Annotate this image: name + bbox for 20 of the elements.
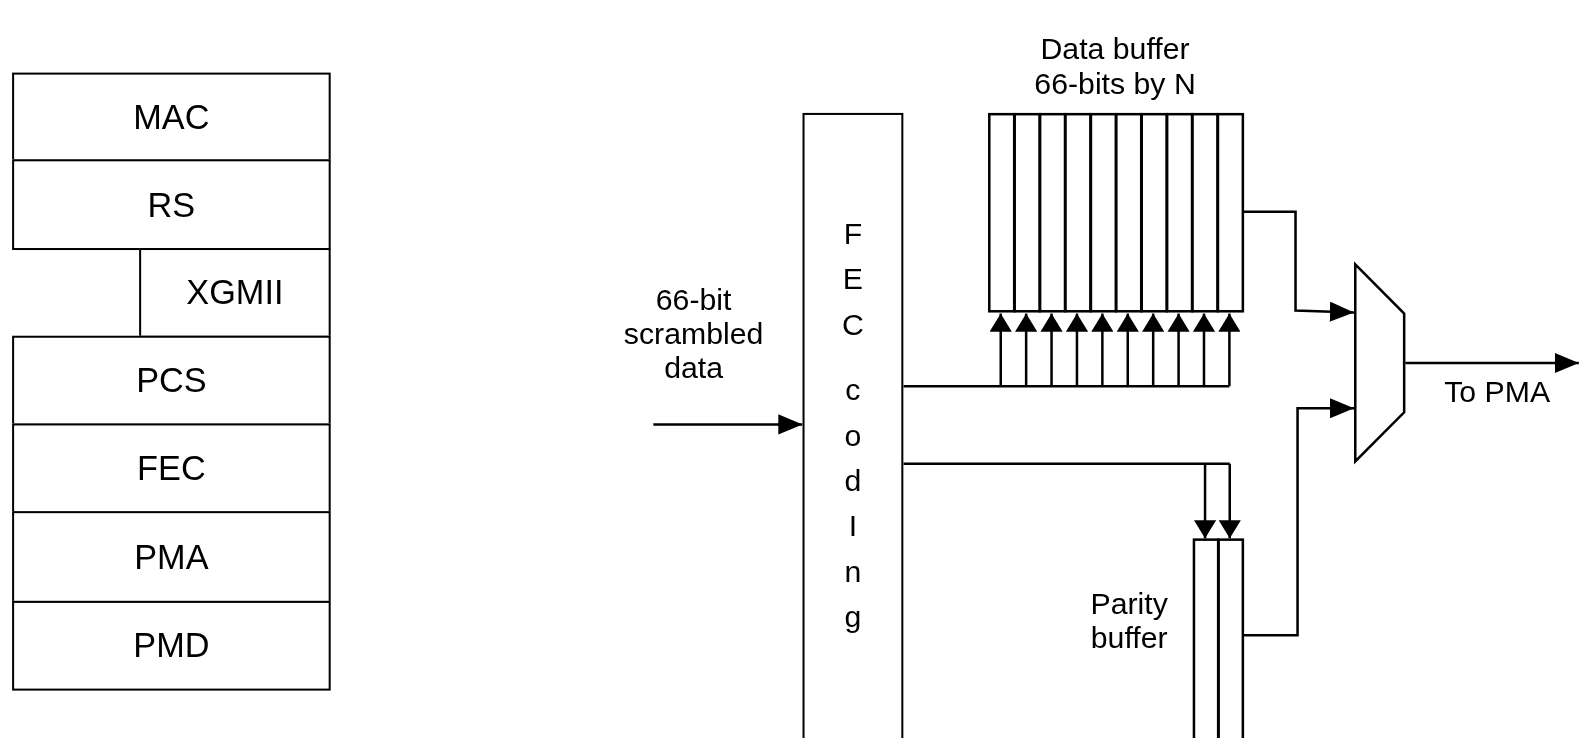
buffer-label: Data buffer 66-bits by N bbox=[1033, 32, 1197, 101]
arrow bbox=[653, 414, 803, 435]
arrow bbox=[903, 313, 1241, 388]
vertical-label: codIng bbox=[843, 372, 863, 636]
layer-box: PMD bbox=[12, 600, 331, 691]
layer-box: PCS bbox=[12, 335, 331, 426]
layer-box: RS bbox=[12, 159, 331, 251]
buffer-label: Parity buffer bbox=[1089, 586, 1169, 656]
edge-label: 66-bit scrambled data bbox=[622, 282, 765, 386]
coder-box bbox=[802, 112, 904, 738]
layer-box: XGMII bbox=[139, 248, 331, 338]
arrow bbox=[1242, 398, 1354, 637]
layer-box: PMA bbox=[12, 511, 331, 603]
edge-label: To PMA bbox=[1443, 375, 1552, 410]
arrow bbox=[1405, 352, 1579, 374]
arrow bbox=[903, 462, 1241, 539]
vertical-label: FEC bbox=[841, 215, 865, 343]
layer-box: MAC bbox=[12, 72, 331, 162]
layer-box: FEC bbox=[12, 423, 331, 514]
arrow bbox=[1242, 210, 1355, 322]
